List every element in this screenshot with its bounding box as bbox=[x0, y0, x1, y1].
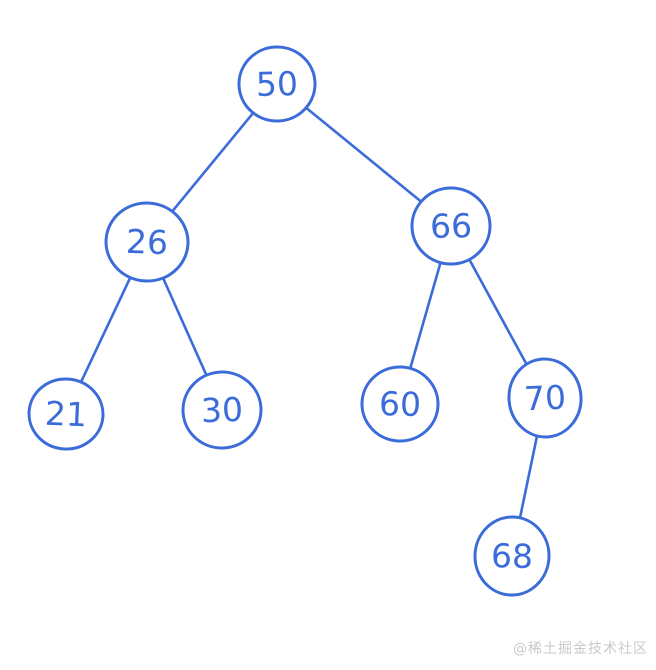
tree-node-66: 66 bbox=[410, 186, 492, 266]
tree-node-circle bbox=[27, 377, 105, 451]
tree-node-label: 68 bbox=[490, 536, 533, 576]
tree-node-circle bbox=[473, 515, 551, 597]
tree-node-26: 26 bbox=[104, 201, 190, 283]
tree-node-circle bbox=[237, 45, 317, 123]
tree-node-label: 50 bbox=[255, 64, 298, 104]
tree-edge-70-68 bbox=[518, 432, 539, 522]
tree-node-68: 68 bbox=[473, 515, 551, 597]
tree-edge-66-60 bbox=[408, 260, 443, 371]
tree-node-label: 66 bbox=[430, 206, 473, 246]
tree-edge-26-30 bbox=[161, 276, 208, 378]
tree-edge-26-21 bbox=[79, 275, 132, 384]
tree-node-50: 50 bbox=[237, 45, 317, 123]
tree-edge-50-66 bbox=[303, 105, 424, 204]
tree-node-30: 30 bbox=[181, 370, 263, 450]
tree-edge-50-26 bbox=[170, 110, 256, 214]
tree-node-circle bbox=[360, 365, 440, 443]
tree-node-circle bbox=[507, 357, 583, 439]
watermark: @稀土掘金技术社区 bbox=[513, 641, 648, 657]
tree-node-label: 70 bbox=[523, 378, 567, 419]
tree-node-circle bbox=[410, 186, 492, 266]
tree-node-label: 21 bbox=[44, 394, 88, 435]
tree-node-circle bbox=[181, 370, 263, 450]
tree-edge-66-70 bbox=[467, 257, 529, 368]
tree-node-70: 70 bbox=[507, 357, 583, 439]
tree-node-60: 60 bbox=[360, 365, 440, 443]
tree-node-21: 21 bbox=[27, 377, 105, 451]
tree-node-circle bbox=[104, 201, 190, 283]
tree-node-label: 60 bbox=[378, 384, 421, 424]
tree-node-label: 26 bbox=[125, 222, 168, 262]
tree-node-label: 30 bbox=[200, 390, 243, 430]
